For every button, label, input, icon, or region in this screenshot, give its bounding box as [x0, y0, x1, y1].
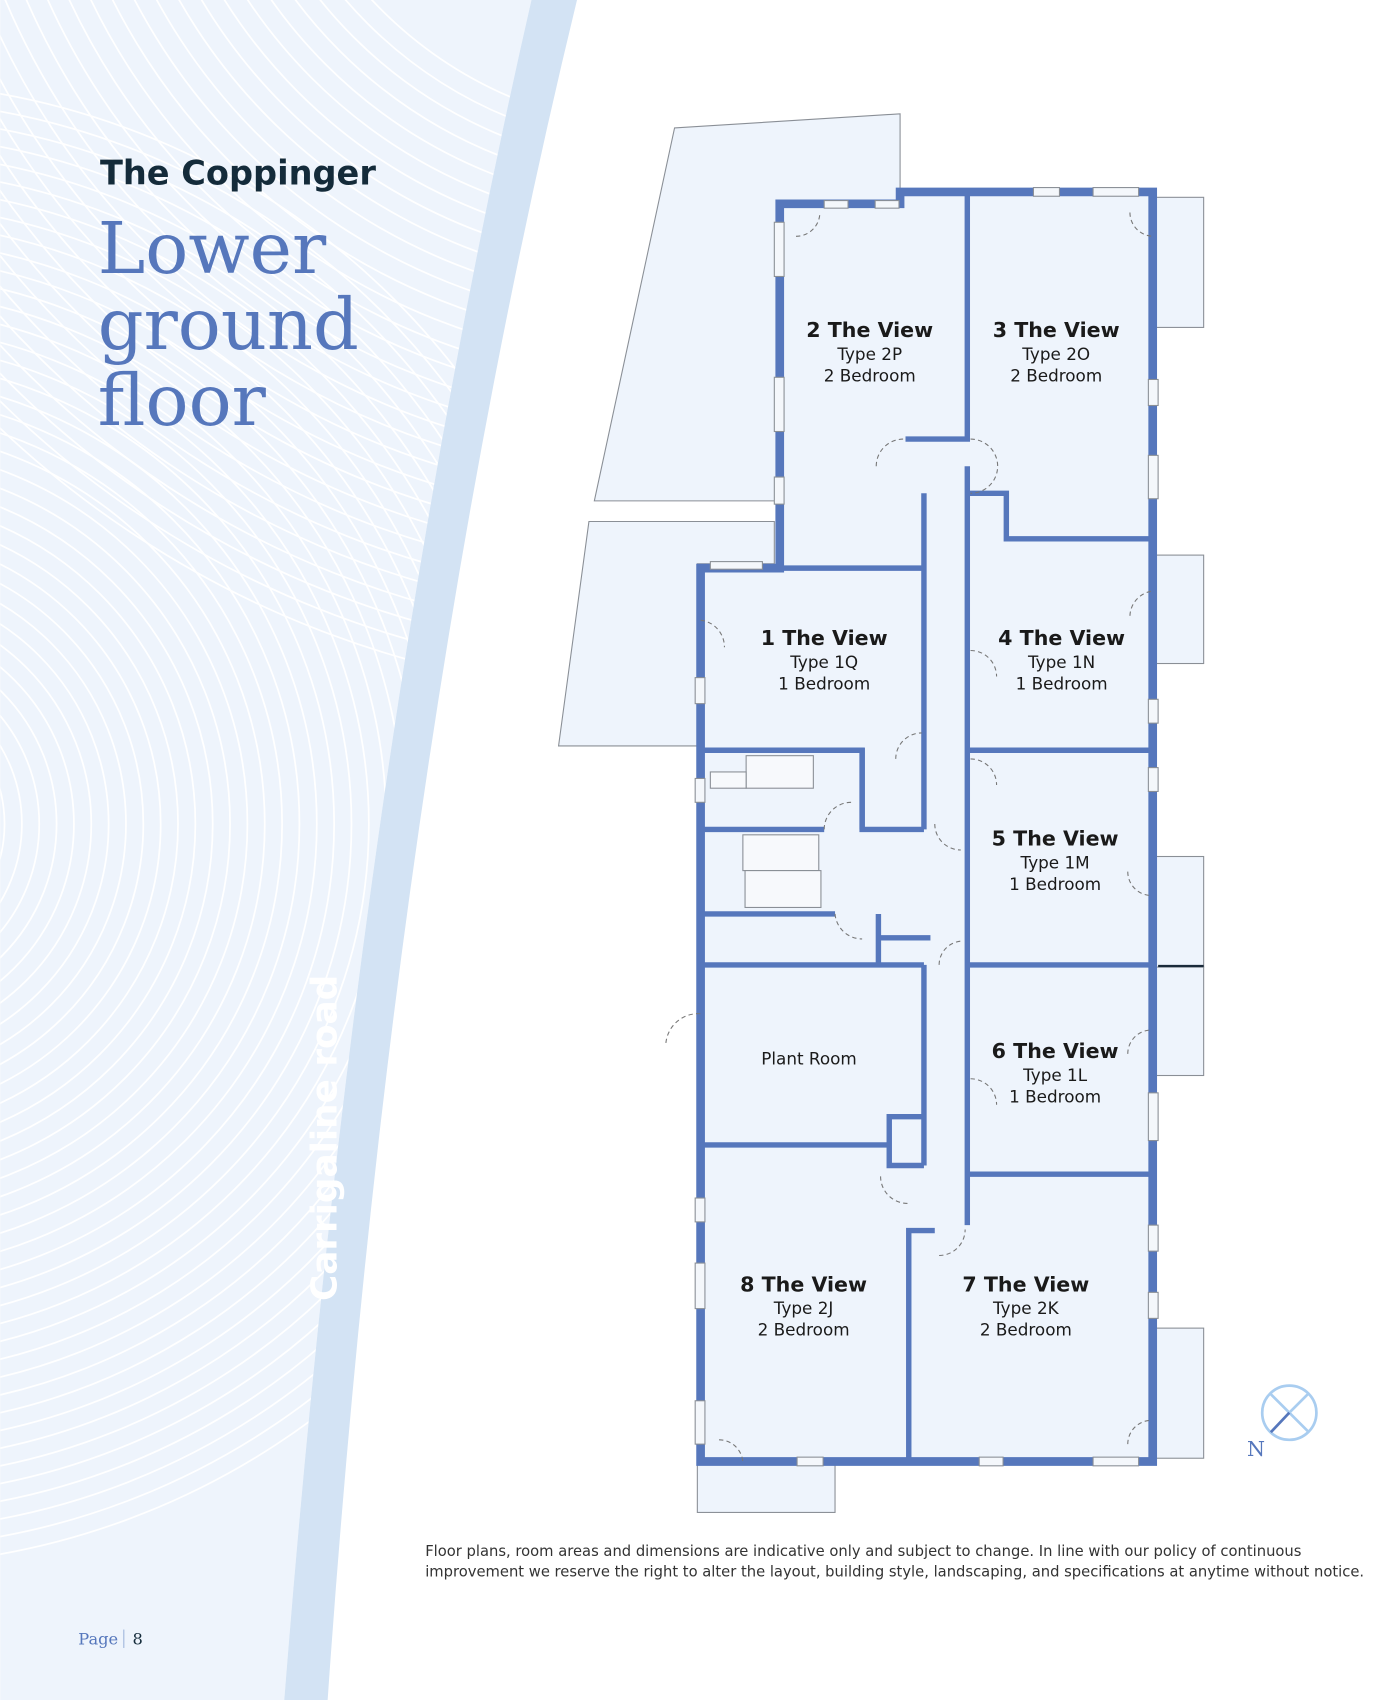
unit-6-label: 6 The View Type 1L 1 Bedroom — [992, 1039, 1119, 1106]
disclaimer-line-2: improvement we reserve the right to alte… — [425, 1563, 1364, 1580]
wave-line — [0, 636, 58, 1012]
wave-line — [0, 324, 370, 1324]
unit-name: 4 The View — [998, 626, 1125, 650]
wave-line — [0, 411, 283, 1237]
wave-line — [0, 532, 162, 1116]
unit-bedrooms: 2 Bedroom — [1010, 366, 1102, 386]
page-label: Page — [78, 1630, 118, 1649]
unit-3-label: 3 The View Type 2O 2 Bedroom — [993, 318, 1120, 385]
unit-7-label: 7 The View Type 2K 2 Bedroom — [962, 1272, 1089, 1339]
wave-line — [0, 619, 75, 1029]
unit-type: Type 1Q — [789, 652, 858, 672]
pattern-background — [0, 0, 532, 1700]
wave-line — [0, 567, 127, 1081]
wave-line — [0, 653, 41, 994]
unit-bedrooms: 1 Bedroom — [1009, 1087, 1101, 1107]
unit-name: 3 The View — [993, 318, 1120, 342]
unit-type: Type 1L — [1022, 1065, 1088, 1085]
wave-line — [0, 480, 214, 1168]
unit-bedrooms: 2 Bedroom — [824, 366, 916, 386]
wave-line — [0, 393, 301, 1255]
disclaimer-line-1: Floor plans, room areas and dimensions a… — [425, 1543, 1301, 1560]
unit-8-label: 8 The View Type 2J 2 Bedroom — [740, 1272, 867, 1339]
wave-line — [0, 584, 110, 1064]
floor-plan — [665, 187, 1204, 1467]
wave-line — [0, 445, 249, 1203]
terraces — [557, 113, 1205, 1513]
wave-line — [0, 515, 179, 1133]
unit-name: 1 The View — [761, 626, 888, 650]
unit-type: Type 2P — [836, 344, 902, 364]
wave-line — [0, 497, 197, 1151]
wave-line — [0, 549, 145, 1099]
north-compass-icon — [1260, 1384, 1318, 1442]
unit-4-label: 4 The View Type 1N 1 Bedroom — [998, 626, 1125, 693]
page-number: 8 — [132, 1630, 142, 1649]
unit-name: 7 The View — [962, 1272, 1089, 1296]
wave-line — [0, 376, 318, 1272]
wave-line — [0, 341, 353, 1307]
unit-bedrooms: 2 Bedroom — [980, 1320, 1072, 1340]
unit-bedrooms: 1 Bedroom — [1016, 674, 1108, 694]
unit-type: Type 2J — [773, 1298, 834, 1318]
unit-labels: 2 The View Type 2P 2 Bedroom 3 The View … — [740, 318, 1125, 1340]
wave-line — [0, 688, 6, 960]
north-label: N — [1247, 1437, 1265, 1461]
unit-bedrooms: 1 Bedroom — [1009, 874, 1101, 894]
unit-type: Type 1N — [1027, 652, 1095, 672]
floor-title-line-3: floor — [98, 359, 267, 442]
road-band — [284, 0, 577, 1700]
wave-line — [0, 359, 336, 1289]
unit-type: Type 2O — [1021, 344, 1090, 364]
unit-2-label: 2 The View Type 2P 2 Bedroom — [806, 318, 933, 385]
unit-name: 8 The View — [740, 1272, 867, 1296]
unit-type: Type 2K — [992, 1298, 1060, 1318]
wave-line — [0, 601, 93, 1047]
wave-line — [0, 671, 23, 977]
wave-line — [0, 428, 266, 1220]
plant-room-label: Plant Room — [761, 1049, 857, 1069]
floor-title-line-1: Lower — [98, 207, 327, 290]
unit-name: 2 The View — [806, 318, 933, 342]
floor-title-line-2: ground — [98, 283, 359, 366]
unit-type: Type 1M — [1020, 852, 1090, 872]
unit-name: 5 The View — [992, 827, 1119, 851]
development-name: The Coppinger — [100, 153, 376, 192]
doors — [665, 212, 1154, 1464]
road-label: Carrigaline road — [304, 975, 345, 1301]
unit-1-label: 1 The View Type 1Q 1 Bedroom — [761, 626, 888, 693]
unit-bedrooms: 1 Bedroom — [778, 674, 870, 694]
staircase — [709, 755, 822, 909]
wave-line — [0, 463, 231, 1185]
unit-5-label: 5 The View Type 1M 1 Bedroom — [992, 827, 1119, 894]
unit-bedrooms: 2 Bedroom — [758, 1320, 850, 1340]
unit-name: 6 The View — [992, 1039, 1119, 1063]
windows — [694, 187, 1159, 1467]
